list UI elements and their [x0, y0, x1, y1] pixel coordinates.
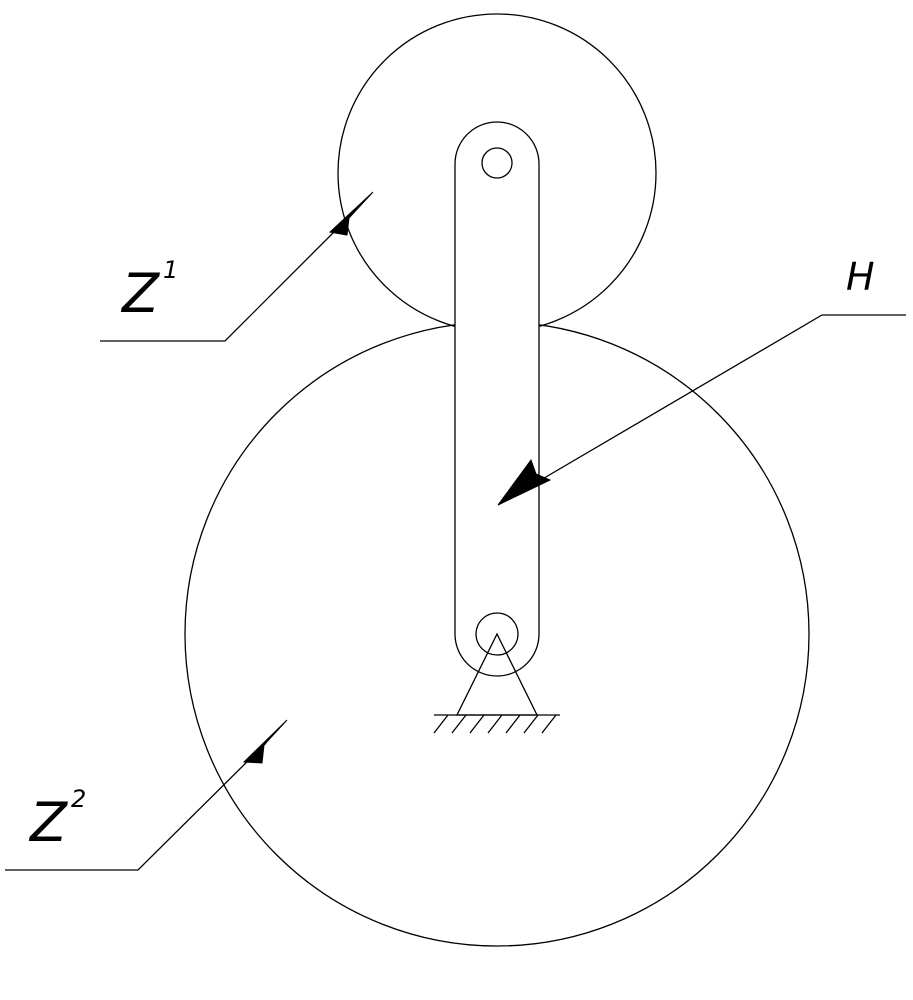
- ground-hatching: [433, 714, 560, 734]
- label-z2-letter: Z: [28, 791, 68, 854]
- label-z2-index: 2: [71, 785, 86, 813]
- label-h: H: [846, 255, 875, 299]
- carrier-arm-h: [454, 121, 540, 677]
- leader-z1-arrowhead: [328, 191, 374, 236]
- label-z1-index: 1: [163, 256, 178, 284]
- label-z1-letter: Z: [120, 262, 160, 325]
- leader-z1: [100, 191, 374, 342]
- arm-top-pin: [481, 147, 513, 179]
- leader-z2: [5, 719, 288, 871]
- leader-z2-arrowhead: [242, 719, 288, 764]
- arm-pivot-pin: [475, 612, 519, 656]
- leader-h: [497, 314, 906, 506]
- leader-h-arrowhead: [497, 458, 552, 506]
